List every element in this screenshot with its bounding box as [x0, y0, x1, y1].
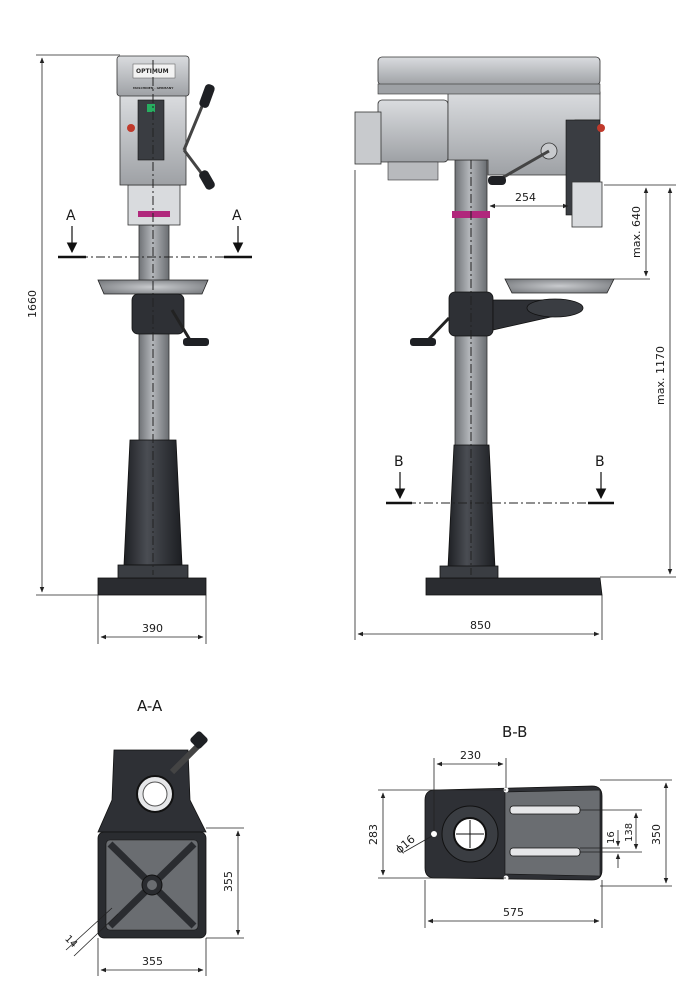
front-switch-icon: [127, 124, 135, 132]
side-view: B B 850 254 max. 640 max.: [354, 56, 676, 640]
side-base-plate: [425, 577, 603, 596]
section-b-diameter-dimension: ϕ16: [393, 833, 418, 857]
section-a-label-left: A: [66, 208, 76, 224]
front-width-dimension: 390: [142, 622, 163, 635]
side-motor: [377, 99, 449, 163]
section-a-slot-dimension: 14: [62, 934, 79, 951]
front-logo-sub: MASCHINEN · GERMANY: [133, 86, 174, 90]
section-b-title: B-B: [502, 723, 527, 741]
section-b-view: B-B 230 283 ϕ16 16 138: [367, 723, 672, 928]
side-table-crank: [426, 316, 451, 342]
section-b-slot-width-dimension: 16: [606, 831, 617, 844]
front-table-crank: [170, 309, 192, 341]
section-b-label-right: B: [595, 454, 605, 470]
section-a-height-dimension: 355: [222, 871, 235, 892]
section-b-depth-dimension: 350: [650, 824, 663, 845]
section-b-offset-dimension: 230: [460, 749, 481, 762]
side-table: [504, 278, 615, 294]
side-reach-dimension: 254: [515, 191, 536, 204]
front-column: [138, 224, 170, 446]
front-height-dimension: 1660: [26, 290, 39, 318]
front-base-plate: [97, 577, 207, 596]
front-logo: OPTIMUM: [136, 68, 169, 75]
side-max-height-dimension: max. 1170: [654, 346, 667, 405]
section-b-slot-spacing-dimension: 138: [624, 823, 635, 842]
section-b-spacing-dimension: 283: [367, 824, 380, 845]
section-a-label-right: A: [232, 208, 242, 224]
section-b-label-left: B: [394, 454, 404, 470]
section-b-length-dimension: 575: [503, 906, 524, 919]
front-view: OPTIMUM MASCHINEN · GERMANY A A 1660 390: [26, 54, 252, 644]
section-a-view: A-A 355 355 14: [62, 697, 244, 976]
side-pulley-cover: [377, 56, 601, 86]
side-travel-dimension: max. 640: [630, 206, 643, 258]
side-switch-icon: [597, 124, 605, 132]
section-a-width-dimension: 355: [142, 955, 163, 968]
side-width-dimension: 850: [470, 619, 491, 632]
section-a-title: A-A: [137, 697, 163, 715]
